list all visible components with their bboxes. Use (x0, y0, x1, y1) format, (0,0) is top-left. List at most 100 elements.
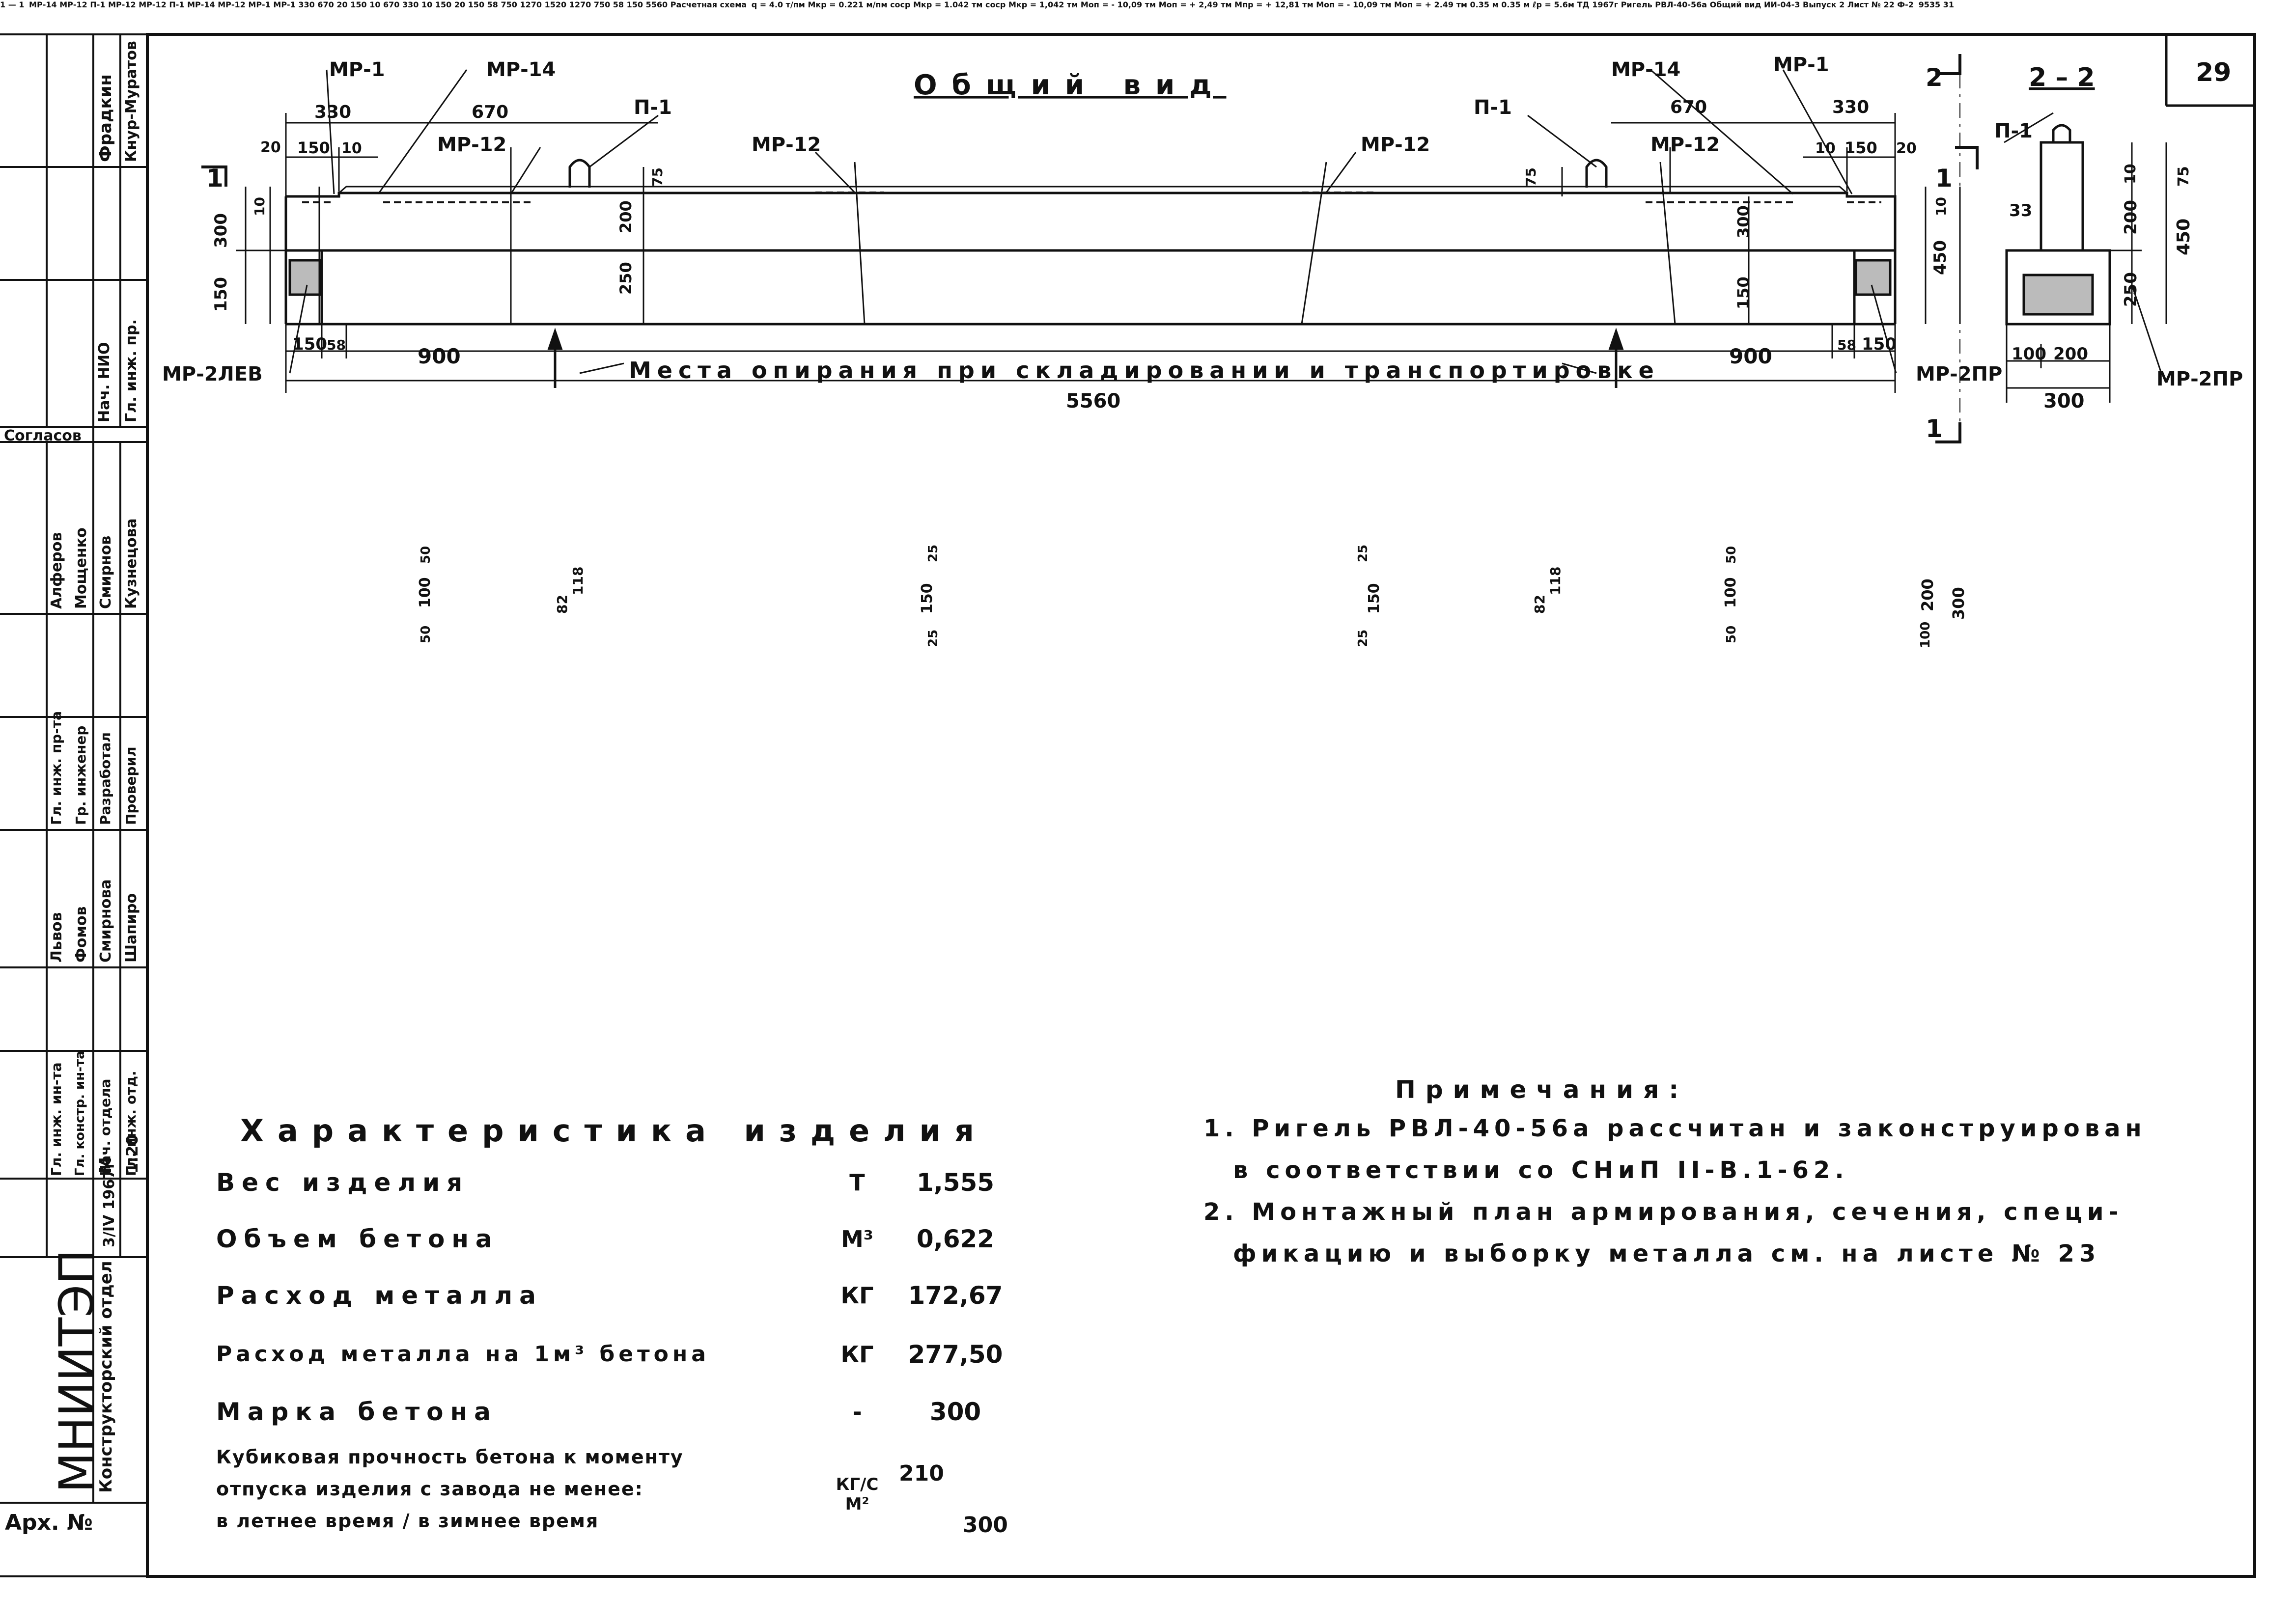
dim-20-right: 20 (1896, 140, 1917, 157)
plan-dim-50-a: 50 (419, 546, 433, 564)
s22-dim-100: 100 (2012, 344, 2046, 364)
plan-dim-58-bottom-right: 58 (613, 0, 624, 9)
label-mr1-left: МР-1 (329, 58, 385, 81)
title-product-name: Ригель РВЛ-40-56а (1621, 0, 1707, 9)
plan-dim-25-c: 25 (1356, 544, 1370, 562)
plan-dim-50-b: 50 (419, 625, 433, 643)
stamp-role-mid-0: Гл. инж. пр-та (48, 711, 64, 825)
dim-10-left: 10 (341, 140, 362, 157)
gv-dim-150-left: 150 (211, 277, 231, 312)
stamp-name-mid-1: Мощенко (73, 527, 90, 609)
plan-dim-1520: 1520 (544, 0, 567, 9)
scheme-support-right: 0.35 м (1501, 0, 1530, 9)
dim-10-right: 10 (1815, 140, 1836, 157)
s22-dim-75: 75 (2175, 166, 2192, 187)
section-mark-1-bottom: 1 (1926, 414, 1943, 443)
scheme-labels: q = 4.0 т/пм Mкр = 0.221 м/пм сосp Mкр =… (752, 0, 1577, 9)
plan-dim-150-bottom-right: 150 (626, 0, 643, 9)
plan-dim-25-b: 25 (926, 629, 941, 647)
s22-dim-300: 300 (2043, 390, 2085, 413)
general-view-dimensions: 330 670 20 150 10 330 670 10 150 20 150 … (260, 97, 1917, 413)
dim-150-bottom-left: 150 (292, 334, 327, 354)
dim-total-length: 5560 (1066, 390, 1120, 413)
stamp-role-low-3: Гл. инж. отд. (123, 1071, 139, 1176)
plan-dim-82-b: 82 (1532, 595, 1548, 614)
plan-dim-330-left: 330 (298, 0, 315, 9)
char-row-weight-unit: Т (849, 1169, 865, 1196)
stamp-name-low-3: Шапиро (123, 893, 140, 963)
s22-dim-200: 200 (2053, 344, 2088, 364)
label-p1-right: П-1 (1474, 96, 1512, 119)
title-issue: 2 (1839, 0, 1845, 9)
gv-dim-75-left: 75 (649, 167, 666, 187)
section-2-2-mr2pr-label: МР-2ПР (2156, 368, 2243, 390)
plan-dim-10-right: 10 (421, 0, 433, 9)
scheme-mop-right-neg: Mоп = - 10,09 тм (1316, 0, 1392, 9)
sheet-frame (146, 33, 2256, 1578)
char-row-volume-value: 0,622 (916, 1224, 995, 1253)
gv-dim-200-left: 200 (616, 200, 635, 233)
dim-58-bottom-right: 58 (1837, 337, 1856, 353)
plan-1-1-title: 1 — 1 (0, 0, 25, 9)
beam-elevation (201, 54, 1979, 443)
label-mr12-right-b: МР-12 (1650, 134, 1720, 156)
char-row-grade-value: 300 (929, 1398, 981, 1426)
stamp-role-top-0: Нач. НИО (96, 342, 113, 422)
scheme-mpr: Mпр = + 12,81 тм (1234, 0, 1314, 9)
title-td: ТД (1577, 0, 1590, 9)
dim-330-right: 330 (1832, 97, 1869, 117)
note-2-line-1: 2. Монтажный план армирования, сечения, … (1203, 1198, 2124, 1226)
title-code: ИИ-04-3 (1763, 0, 1800, 9)
label-mr2pr: МР-2ПР (1916, 363, 2002, 385)
section-mark-1-left: 1 (206, 164, 224, 193)
char-row-weight-name: Вес изделия (216, 1168, 470, 1197)
plan-dim-50-c: 50 (1724, 546, 1739, 564)
gv-dim-300-left: 300 (211, 213, 231, 248)
gv-dim-10-left: 10 (252, 197, 268, 216)
general-view-labels: МР-1 МР-14 МР-12 П-1 МР-12 МР-12 П-1 МР-… (162, 54, 2002, 443)
plan-dim-100-b: 100 (1722, 577, 1739, 608)
char-row-weight-value: 1,555 (916, 1168, 995, 1197)
scheme-mop-left-pos: Mоп = + 2,49 тм (1158, 0, 1232, 9)
plan-label-mr12-c: МР-12 (139, 0, 167, 9)
char-row-volume-name: Объем бетона (216, 1224, 499, 1253)
side-stamp-lines (0, 33, 147, 1577)
general-view-title: Общий вид (914, 69, 1227, 101)
plan-dim-58-bottom-left: 58 (487, 0, 498, 9)
plan-dim-82-a: 82 (554, 595, 570, 614)
stamp-dept: Конструкторский отдел (96, 1261, 116, 1493)
stamp-name-top-1: Кнур-Муратов (123, 41, 140, 162)
label-p1-left: П-1 (634, 96, 672, 119)
plan-dim-25-a: 25 (926, 544, 941, 562)
title-year: 1967г (1592, 0, 1619, 9)
dim-150-bottom-right: 150 (1862, 334, 1897, 354)
plan-dim-100-a: 100 (417, 577, 434, 608)
s22-dim-450: 450 (2174, 218, 2194, 255)
plan-dim-670-left: 670 (317, 0, 334, 9)
stamp-name-mid-0: Алферов (48, 532, 65, 609)
dim-900-right: 900 (1729, 344, 1772, 368)
plan-label-p1-left: П-1 (90, 0, 106, 9)
plan-1-1-dims: 330 670 20 150 10 670 330 10 150 20 150 … (298, 0, 670, 9)
plan-label-mr14-left: МР-14 (29, 0, 57, 9)
plan-dim-25-d: 25 (1356, 629, 1370, 647)
dim-150-right: 150 (1845, 138, 1877, 157)
stamp-role-top-1: Гл. инж. пр. (123, 319, 140, 422)
char-row-metal-name: Расход металла (216, 1281, 543, 1310)
plan-dim-750-right: 750 (593, 0, 611, 9)
label-mr12-right-a: МР-12 (1361, 134, 1430, 156)
plan-label-mr12-left: МР-12 (59, 0, 87, 9)
support-note: Места опирания при складировании и транс… (629, 357, 1660, 384)
section-2-2 (2004, 112, 2167, 403)
stamp-name-mid-2: Смирнов (97, 535, 114, 609)
plan-dim-150-left: 150 (350, 0, 367, 9)
scheme-title: Расчетная схема (670, 0, 747, 9)
plan-dim-1270-left: 1270 (520, 0, 542, 9)
stamp-arch: Арх. № (5, 1510, 93, 1535)
label-mr2lev: МР-2ЛЕВ (162, 363, 263, 385)
plan-1-1-labels: МР-14 МР-12 П-1 МР-12 МР-12 П-1 МР-14 МР… (29, 0, 298, 9)
scheme-load: q = 4.0 т/пм (751, 0, 805, 9)
scheme-mkr-right: Mкр = 1,042 тм (1008, 0, 1078, 9)
stamp-name-mid-3: Кузнецова (123, 518, 140, 609)
